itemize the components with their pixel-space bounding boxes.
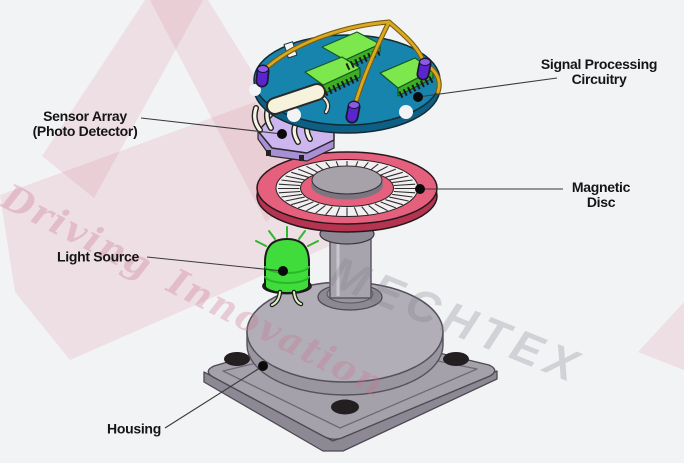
resistor	[266, 83, 331, 115]
callout-housing-line	[164, 365, 264, 429]
label-magnetic-disc: Magnetic Disc	[571, 179, 631, 210]
callouts	[140, 77, 563, 429]
callout-magnetic-dot	[415, 184, 425, 194]
callout-sensor-dot	[277, 129, 287, 139]
led-legs	[269, 289, 304, 308]
callout-housing-dot	[258, 361, 268, 371]
wires	[260, 19, 442, 111]
callout-signal-dot	[413, 92, 423, 102]
label-magnetic-disc-line1: Magnetic	[571, 179, 631, 195]
label-sensor-array-line2: (Photo Detector)	[32, 123, 138, 139]
label-light-source: Light Source	[57, 248, 139, 265]
pcb-illustration	[249, 19, 442, 134]
label-signal-processing: Signal Processing Circuitry	[540, 56, 658, 87]
callout-signal-line	[417, 77, 558, 98]
capacitors	[255, 57, 432, 124]
callout-light-dot	[278, 266, 288, 276]
label-magnetic-disc-line2: Disc	[586, 194, 616, 210]
led-illustration	[255, 226, 319, 308]
label-sensor-array: Sensor Array (Photo Detector)	[33, 109, 138, 139]
label-housing: Housing	[107, 420, 161, 437]
label-sensor-array-line1: Sensor Array	[43, 108, 127, 124]
callout-light-line	[146, 256, 284, 272]
label-signal-processing-line2: Circuitry	[571, 71, 627, 87]
housing-illustration	[203, 281, 498, 452]
callout-sensor-line	[140, 117, 283, 135]
magnetic-disc-illustration	[256, 151, 438, 245]
label-signal-processing-line1: Signal Processing	[540, 56, 658, 72]
led-rays	[255, 226, 319, 247]
